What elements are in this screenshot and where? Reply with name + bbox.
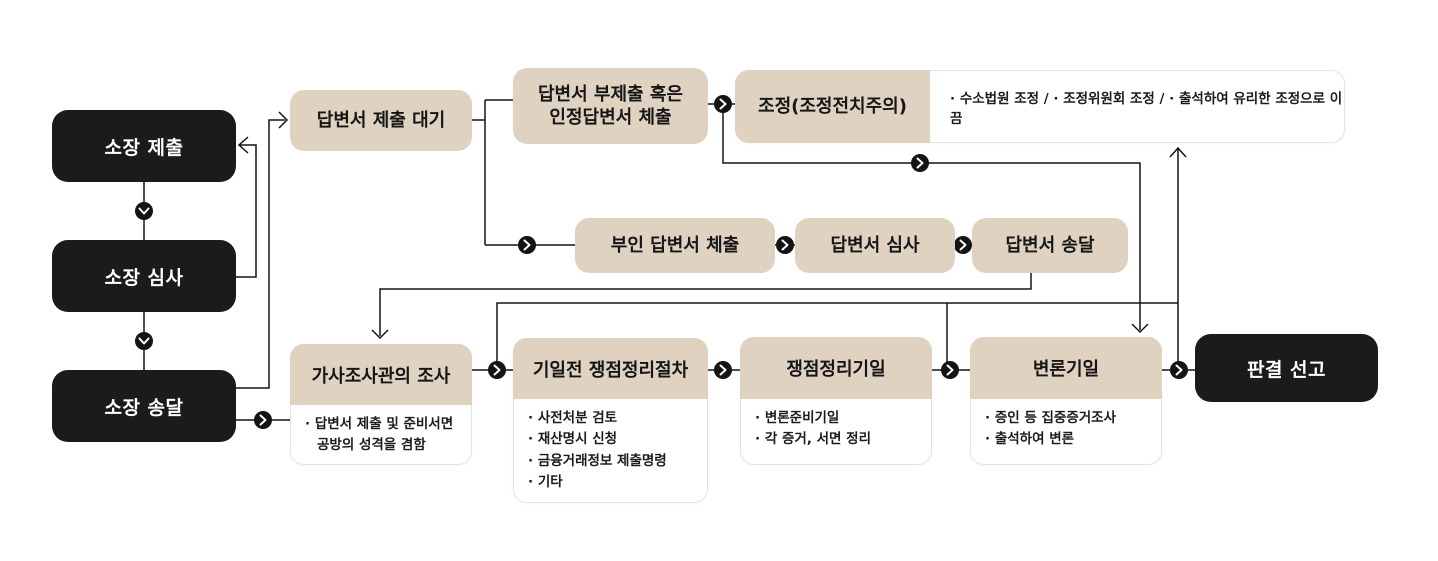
node-mediation: 조정(조정전치주의)	[735, 70, 930, 143]
note-line: · 기타	[528, 473, 563, 490]
node-answer-service-label: 답변서 송달	[1005, 234, 1095, 256]
node-judgment-label: 판결 선고	[1246, 358, 1327, 381]
card-investigation-header: 가사조사관의 조사	[290, 344, 472, 405]
card-investigation-label: 가사조사관의 조사	[311, 365, 451, 387]
node-complaint-service: 소장 송달	[52, 370, 236, 442]
arrowhead-up-icon	[1169, 146, 1187, 158]
arrowhead-down-icon	[371, 329, 389, 340]
flow-chevron-icon	[135, 332, 153, 350]
flow-chevron-icon	[135, 202, 153, 220]
connector-mediation-bypass-to-trial	[722, 113, 1141, 330]
card-pretrial: 기일전 쟁점정리절차 · 사전처분 검토 · 재산명시 신청 · 금융거래정보 제출…	[513, 338, 708, 503]
node-answer-denial: 부인 답변서 체출	[575, 218, 775, 273]
node-answer-review: 답변서 심사	[795, 218, 955, 273]
flow-chevron-icon	[518, 236, 536, 254]
card-pretrial-header: 기일전 쟁점정리절차	[513, 338, 708, 399]
card-pretrial-label: 기일전 쟁점정리절차	[532, 359, 689, 381]
flow-chevron-icon	[911, 154, 929, 172]
arrowhead-down-icon	[1131, 323, 1149, 334]
node-answer-review-label: 답변서 심사	[830, 234, 920, 256]
note-line: · 출석하여 변론	[985, 431, 1075, 448]
card-issue-date-header: 쟁점정리기일	[740, 337, 932, 399]
connector-referral-to-mediation	[496, 149, 1179, 370]
card-issue-date-label: 쟁점정리기일	[786, 359, 886, 380]
node-answer-service: 답변서 송달	[972, 218, 1128, 273]
card-issue-date: 쟁점정리기일 · 변론준비기일 · 각 증거, 서면 정리	[740, 337, 932, 465]
node-answer-denial-label: 부인 답변서 체출	[610, 234, 740, 256]
flow-chevron-icon	[954, 236, 972, 254]
note-line: · 재산명시 신청	[528, 431, 618, 448]
card-pretrial-notes: · 사전처분 검토 · 재산명시 신청 · 금융거래정보 제출명령 · 기타	[514, 399, 707, 502]
flow-chevron-icon	[488, 361, 506, 379]
node-complaint-filing: 소장 제출	[52, 110, 236, 182]
note-line: · 변론준비기일	[755, 410, 840, 426]
node-answer-wait-label: 답변서 제출 대기	[316, 109, 446, 131]
note-line: · 답변서 제출 및 준비서면	[305, 416, 454, 432]
note-line: 답변서 부제출 혹은	[537, 83, 683, 105]
flow-chevron-icon	[254, 411, 272, 429]
mediation-note-text: · 수소법원 조정 / · 조정위원회 조정 / · 출석하여 유리한 조정으로…	[950, 90, 1343, 127]
connector-answer-service-to-investigation	[379, 273, 1032, 336]
node-mediation-label: 조정(조정전치주의)	[758, 95, 907, 117]
node-judgment: 판결 선고	[1195, 334, 1378, 402]
node-complaint-review-label: 소장 심사	[104, 266, 184, 289]
note-line: 인정답변서 체출	[549, 107, 672, 128]
card-issue-date-notes: · 변론준비기일 · 각 증거, 서면 정리	[741, 399, 931, 460]
connector-answer-wait-branches	[472, 99, 575, 246]
note-line: · 사전처분 검토	[528, 410, 618, 426]
note-line: · 증인 등 집중증거조사	[985, 410, 1117, 426]
card-trial-date-label: 변론기일	[1032, 359, 1100, 380]
note-line: · 금융거래정보 제출명령	[528, 452, 667, 469]
note-line: 공방의 성격을 겸함	[317, 437, 426, 454]
node-complaint-review: 소장 심사	[52, 240, 236, 312]
arrowhead-left-icon	[237, 136, 249, 154]
node-complaint-service-label: 소장 송달	[104, 396, 184, 419]
connector-service-to-answer-wait	[236, 119, 285, 389]
arrowhead-right-icon	[278, 111, 289, 129]
flow-chevron-icon	[941, 361, 959, 379]
node-complaint-filing-label: 소장 제출	[104, 136, 184, 159]
card-trial-date-notes: · 증인 등 집중증거조사 · 출석하여 변론	[971, 399, 1161, 460]
card-trial-date-header: 변론기일	[970, 337, 1162, 399]
flow-chevron-icon	[776, 236, 794, 254]
flow-chevron-icon	[1170, 361, 1188, 379]
flow-chevron-icon	[714, 95, 732, 113]
connector-review-back-to-filing	[236, 144, 257, 278]
flow-chevron-icon	[714, 361, 732, 379]
note-line: · 각 증거, 서면 정리	[755, 431, 871, 448]
node-answer-wait: 답변서 제출 대기	[290, 90, 472, 151]
card-trial-date: 변론기일 · 증인 등 집중증거조사 · 출석하여 변론	[970, 337, 1162, 465]
